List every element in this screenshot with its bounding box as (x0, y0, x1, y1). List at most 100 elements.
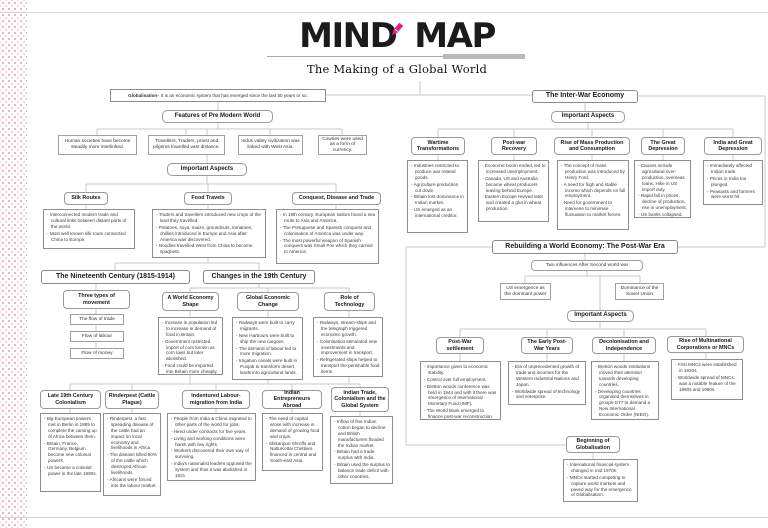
bullet-item: Colonisation stimulated new investments … (317, 339, 380, 357)
bullet-item: Britain lost dominance in Indian market. (411, 194, 465, 206)
bullet-item: US banks collapsed. (638, 212, 688, 217)
bullet-item: Most well known silk route connected Chi… (47, 231, 132, 243)
bullet-item: Worldwide spread of technology and enter… (512, 389, 583, 401)
bullet-item: Big European powers met in Berlin in 188… (44, 416, 98, 440)
node-great-depression: The Great Depression (641, 137, 685, 155)
node-wartime-transformations: Wartime Transformations (411, 137, 465, 155)
bullet-item: Traders and travellers introduced new cr… (156, 212, 263, 224)
bullet-item: Era of unprecedented growth of trade and… (512, 364, 583, 388)
bullet-item: Government restricted import of corn kno… (162, 339, 220, 363)
postwar-recovery-details: Economic boom ended, led to increased un… (478, 160, 549, 222)
bullet-item: The disease killed 90% of the cattle whi… (107, 452, 158, 476)
node-world-economy-shape: A World Economy Shape (162, 292, 219, 311)
bullet-item: Economic boom ended, led to increased un… (482, 163, 546, 175)
node-conquest-disease-trade: Conquest, Disease and Trade (292, 192, 381, 205)
bullet-item: India's nationalist leaders opposed the … (171, 461, 253, 479)
mnc-details: First MNCs were established in 1920s.Wor… (671, 359, 743, 400)
bullet-item: Rinderpest, a fast spreading disease of … (107, 416, 158, 451)
node-rinderpest: Rinderpest (Cattle Plague) (105, 390, 159, 409)
bullet-item: Africans were forced into the labour mar… (107, 477, 158, 489)
bullet-item: Bretton woods conference was held in 194… (424, 384, 498, 408)
bullet-item: Workers discovered their own way of surv… (171, 448, 253, 460)
early-postwar-details: Era of unprecedented growth of trade and… (508, 361, 586, 405)
logo-text-mind: MIND (299, 16, 398, 56)
bullet-item: Importance given to economic stability. (424, 364, 498, 376)
bullet-item: Inflow of fine Indian cotton began to de… (334, 419, 390, 448)
bullet-item: The demand of labour led to more migrati… (236, 346, 300, 358)
node-postwar-settlement: Post-War settlement (436, 337, 484, 354)
logo: MIND MAP (297, 16, 497, 56)
node-food-travels: Food Travels (184, 192, 232, 205)
node-flow-of-trade: The flow of trade (70, 314, 124, 325)
bullet-item: Control over full employment. (424, 377, 498, 383)
node-flow-of-labour: Flow of labour (70, 331, 124, 342)
node-silk-routes: Silk Routes (64, 192, 108, 205)
bullet-item: The most powerful weapon of Spanish conq… (280, 238, 376, 256)
node-nineteenth-century: The Nineteenth Century (1815-1914) (41, 270, 190, 284)
bullet-item: Bretton woods institutions moved their a… (595, 364, 656, 388)
bullet-item: Eastern Europe revived later and created… (482, 194, 546, 212)
great-depression-details: Causes include agricultural over-product… (634, 160, 691, 218)
bullet-item: Railways, stream-ships and the telegraph… (317, 320, 380, 338)
node-pre-modern-child: Travellers, Traders, priest and pilgrims… (148, 135, 225, 155)
bullet-item: Worldwide spread of MNCs was a notable f… (675, 375, 740, 393)
mass-production-details: The concept of mass production was intro… (557, 160, 629, 230)
bullet-item: US emerged as an international creditor. (411, 207, 465, 219)
bullet-item: Britain had a trade surplus with India. (334, 449, 390, 461)
bullet-item: Rapid fall in prices, decline of product… (638, 193, 688, 211)
postwar-settlement-details: Importance given to economic stability.C… (420, 361, 501, 420)
logo-underline-accent (443, 54, 525, 59)
beginning-globalisation-details: International financial system changed i… (563, 459, 638, 502)
node-late-19th-colonialism: Late 19th Century Colonialism (40, 390, 101, 409)
bullet-item: The need of capital arose with increase … (266, 416, 320, 440)
node-mass-production: Rise of Mass Production and Consumption (554, 137, 630, 155)
node-pre-modern-child: Cowries were used as a form of currency. (318, 135, 367, 155)
node-pre-modern-child: Indus valley civilization was linked wit… (238, 135, 303, 155)
top-divider (0, 12, 768, 13)
bullet-item: Irrigation canals were built in Punjab t… (236, 358, 300, 376)
bullet-item: New Harbours were built to ship the new … (236, 333, 300, 345)
rinderpest-details: Rinderpest, a fast spreading disease of … (103, 413, 161, 496)
node-important-aspects-interwar: Important Aspects (551, 111, 625, 123)
logo-text-map: MAP (414, 16, 496, 56)
node-interwar-economy: The Inter-War Economy (532, 90, 638, 103)
decorative-pink-border (0, 0, 27, 528)
pencil-icon (392, 22, 404, 36)
node-important-aspects-postwar: Important Aspects (567, 310, 634, 322)
node-global-economic-change: Global Economic Change (237, 292, 299, 311)
node-rise-of-mncs: Rise of Multinational Corporations or MN… (667, 336, 744, 353)
bullet-item: Britain used the surplus to balance trad… (334, 462, 390, 480)
bullet-item: The concept of mass production was intro… (561, 163, 626, 181)
bullet-item: Immediately affected Indian trade. (707, 163, 760, 175)
bullet-item: Developing countries organised themselve… (595, 389, 656, 418)
bullet-item: Peasants and farmers were worst hit. (707, 189, 760, 201)
bullet-item: MNCs started competing to capture world … (567, 475, 635, 499)
food-travels-details: Traders and travellers introduced new cr… (152, 209, 266, 258)
bullet-item: US became a colonial power in the late 1… (44, 465, 98, 477)
indian-trade-details: Inflow of fine Indian cotton began to de… (330, 416, 393, 484)
node-early-postwar-years: The Early Post-War Years (521, 337, 573, 354)
bullet-item: Refrigerated ships helped to transport t… (317, 357, 380, 375)
india-depression-details: Immediately affected Indian trade.Prices… (703, 160, 763, 205)
bullet-item: A need for high and stable income which … (561, 182, 626, 200)
bullet-item: Hired under contracts for five years. (171, 429, 253, 435)
conquest-details: In 16th century, European sailors found … (276, 209, 379, 264)
bullet-item: Need for government to intervene to mini… (561, 200, 626, 218)
node-globalisation-definition: Globalisation-It is an economic system t… (110, 89, 326, 102)
globalisation-term: Globalisation- (128, 92, 159, 98)
node-important-aspects-left: Important Aspects (167, 163, 247, 176)
bullet-item: The Portuguese and Spanish conquest and … (280, 225, 376, 237)
bullet-item: Britain, France, Germany, Belgium become… (44, 441, 98, 465)
node-indentured-labour: Indentured Labour- migration from India (182, 390, 250, 409)
bullet-item: Shikaripuri Shroffs and NattuKottai Chet… (266, 441, 320, 465)
wartime-details: Industries restricted to produce war rel… (407, 160, 468, 233)
bullet-item: Agriculture production cut down (411, 182, 465, 194)
node-two-influences: Two influences After Second world war (531, 260, 643, 271)
bullet-item: Increase in population led to increase i… (162, 320, 220, 338)
global-change-details: Railways were built to carry migrants.Ne… (232, 317, 303, 380)
node-postwar-recovery: Post-war Recovery (491, 137, 537, 155)
node-decolonisation: Decolonisation and Independence (592, 337, 656, 354)
bullet-item: People from India & China migrated to ot… (171, 416, 253, 428)
bottom-divider (0, 517, 768, 518)
